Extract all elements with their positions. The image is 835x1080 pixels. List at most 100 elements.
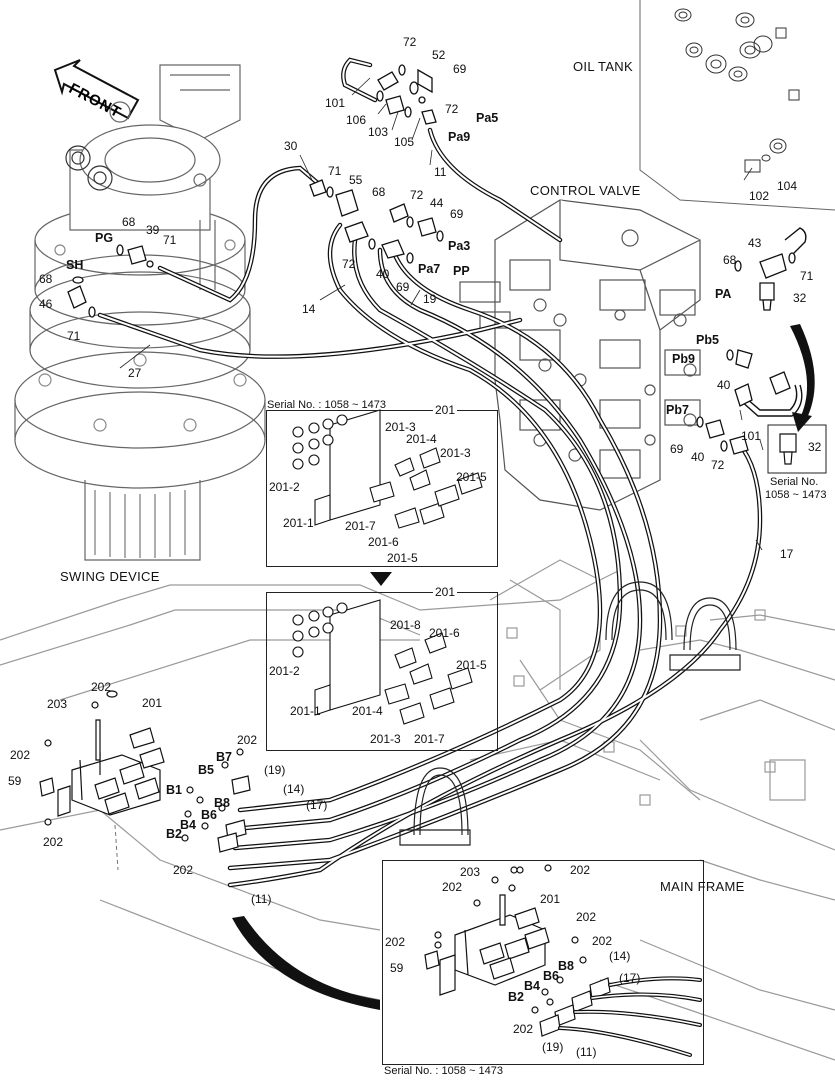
part-label: 72 bbox=[410, 188, 424, 202]
part-label: 201-4 bbox=[352, 704, 383, 718]
part-label: 202 bbox=[592, 934, 613, 948]
part-label: 44 bbox=[430, 196, 444, 210]
inset-hoses-inner bbox=[559, 977, 701, 1056]
port-label-pb7: Pb7 bbox=[666, 403, 689, 417]
part-label: 71 bbox=[163, 233, 177, 247]
part-label: 202 bbox=[385, 935, 406, 949]
front-arrow bbox=[53, 59, 140, 120]
part-label: 52 bbox=[432, 48, 446, 62]
part-label: 201-3 bbox=[370, 732, 401, 746]
part-label: 71 bbox=[328, 164, 342, 178]
part-label: 43 bbox=[748, 236, 762, 250]
swing-device bbox=[14, 64, 266, 561]
part-label: 11 bbox=[434, 165, 447, 179]
part-label: 101 bbox=[741, 429, 762, 443]
part-label: 69 bbox=[453, 62, 467, 76]
part-label: 103 bbox=[368, 125, 389, 139]
port-label-pa7: Pa7 bbox=[418, 262, 441, 276]
part-label: 105 bbox=[394, 135, 415, 149]
part-label: (19) bbox=[264, 763, 286, 777]
part-label: 17 bbox=[780, 547, 794, 561]
part-label: 46 bbox=[39, 297, 53, 311]
part-label: 202 bbox=[10, 748, 31, 762]
port-label-sh: SH bbox=[66, 258, 84, 272]
part-label: 203 bbox=[47, 697, 68, 711]
swing-device-title: SWING DEVICE bbox=[60, 569, 160, 584]
part-label: 201-7 bbox=[414, 732, 445, 746]
part-label: 32 bbox=[793, 291, 807, 305]
part-label: 40 bbox=[376, 267, 390, 281]
port-label-b1: B1 bbox=[166, 783, 182, 797]
part-label: 68 bbox=[723, 253, 737, 267]
part-label: 201-5 bbox=[456, 658, 487, 672]
right-tube bbox=[739, 227, 807, 417]
part-label: 201-1 bbox=[290, 704, 321, 718]
part-label: 202 bbox=[91, 680, 112, 694]
part-label: 201-2 bbox=[269, 664, 300, 678]
part-label: 69 bbox=[396, 280, 410, 294]
part-label: 32 bbox=[808, 440, 822, 454]
part-label: 202 bbox=[576, 910, 597, 924]
curve-arrow-main bbox=[232, 916, 380, 1010]
port-label-b4-inset: B4 bbox=[524, 979, 540, 993]
serial-label-switch-line1: Serial No. bbox=[770, 476, 819, 488]
port-label-b5: B5 bbox=[198, 763, 214, 777]
serial-label-box3: Serial No. : 1058 ~ 1473 bbox=[384, 1065, 503, 1077]
port-label-pg: PG bbox=[95, 231, 114, 245]
part-label: 201 bbox=[142, 696, 163, 710]
port-label-pa3: Pa3 bbox=[448, 239, 471, 253]
part-label: 106 bbox=[346, 113, 367, 127]
main-frame-title: MAIN FRAME bbox=[660, 879, 745, 894]
part-label: 201-1 bbox=[283, 516, 314, 530]
part-label: 201-7 bbox=[345, 519, 376, 533]
part-label: 68 bbox=[39, 272, 53, 286]
main-frame-inset-box bbox=[382, 860, 704, 1065]
connector-box-2 bbox=[266, 592, 498, 751]
part-label: 39 bbox=[146, 223, 160, 237]
hoses-inner bbox=[99, 58, 762, 886]
part-label: 72 bbox=[445, 102, 459, 116]
part-label: 72 bbox=[711, 458, 725, 472]
part-label: 203 bbox=[460, 865, 481, 879]
left-frame-dash bbox=[114, 824, 119, 871]
control-valve bbox=[459, 199, 701, 511]
port-label-pp: PP bbox=[453, 264, 470, 278]
oil-tank-title: OIL TANK bbox=[573, 59, 633, 74]
part-label: 201-5 bbox=[387, 551, 418, 565]
part-label: 201-2 bbox=[269, 480, 300, 494]
left-connector-block bbox=[39, 690, 251, 853]
part-label: (11) bbox=[576, 1045, 597, 1059]
part-label: 201-8 bbox=[390, 618, 421, 632]
connector-block-parts bbox=[292, 409, 483, 725]
part-label: 14 bbox=[302, 302, 316, 316]
port-label-b2-inset: B2 bbox=[508, 990, 524, 1004]
port-label-pa: PA bbox=[715, 287, 732, 301]
port-label-b4: B4 bbox=[180, 818, 196, 832]
part-label: 201 bbox=[433, 585, 458, 599]
part-label: 71 bbox=[67, 329, 81, 343]
part-label: 202 bbox=[442, 880, 463, 894]
part-label: 202 bbox=[513, 1022, 534, 1036]
part-label: 59 bbox=[8, 774, 22, 788]
part-label: 201 bbox=[433, 403, 458, 417]
part-label: 104 bbox=[777, 179, 798, 193]
fittings bbox=[67, 64, 796, 455]
part-label: (11) bbox=[251, 892, 272, 906]
part-label: 201-3 bbox=[440, 446, 471, 460]
part-label: (19) bbox=[542, 1040, 564, 1054]
part-label: 27 bbox=[128, 366, 142, 380]
inset-connector-block bbox=[424, 864, 611, 1037]
port-label-pa5: Pa5 bbox=[476, 111, 499, 125]
port-label-pb5: Pb5 bbox=[696, 333, 719, 347]
part-label: (17) bbox=[619, 971, 641, 985]
part-label: 201-6 bbox=[368, 535, 399, 549]
pressure-switch-box bbox=[767, 424, 827, 474]
port-label-pb9: Pb9 bbox=[672, 352, 695, 366]
port-label-b8-inset: B8 bbox=[558, 959, 574, 973]
down-arrow bbox=[370, 572, 392, 586]
curve-arrow-right-head bbox=[792, 412, 812, 432]
part-label: 55 bbox=[349, 173, 363, 187]
part-label: (14) bbox=[609, 949, 631, 963]
part-label: 59 bbox=[390, 961, 404, 975]
